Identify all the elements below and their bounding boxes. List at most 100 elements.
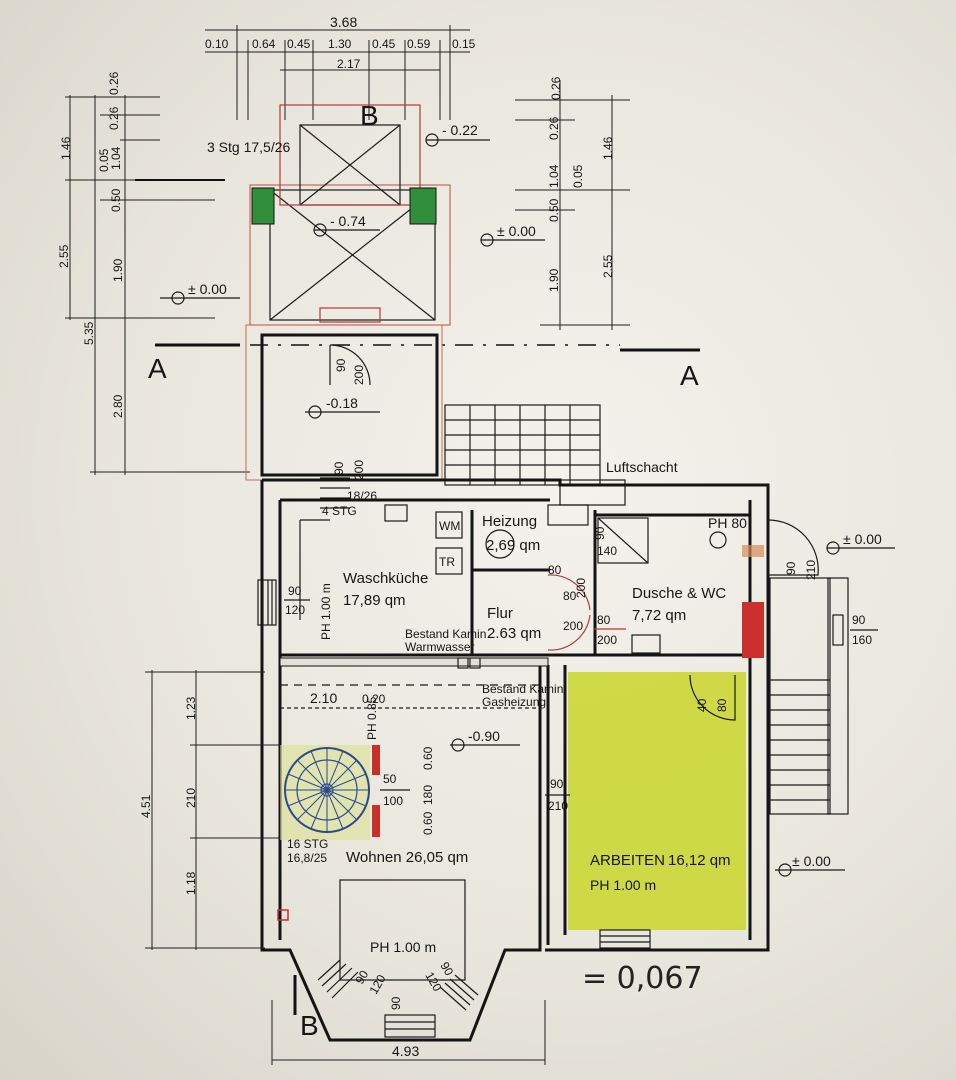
opening-34: 90 — [389, 996, 403, 1010]
dim-lower-left-2: 210 — [184, 788, 198, 808]
luftschacht-label: Luftschacht — [606, 459, 678, 475]
dim-left-2: 0.26 — [107, 106, 121, 130]
section-marker-b-top: B — [360, 100, 379, 131]
opening-2: 200 — [352, 365, 366, 385]
dim-lower-left-3: 1.18 — [184, 871, 198, 895]
dim-left-3: 0.05 — [97, 148, 111, 172]
dim-top-3: 1.30 — [328, 37, 352, 51]
dim-left-7: 1.90 — [111, 258, 125, 282]
dim-right-0: 0.26 — [549, 76, 563, 100]
opening-1: 90 — [334, 358, 348, 372]
opening-28: 2.10 — [310, 690, 337, 706]
outside-stair-area: Luftschacht — [444, 404, 678, 506]
room-wohnen-ph: PH 1.00 m — [370, 939, 436, 955]
lower-left-dimension-chain: 1.23 4.51 210 1.18 — [139, 670, 280, 950]
room-waschkueche-area: 17,89 qm — [343, 592, 406, 609]
dim-right-3: 1.04 — [547, 164, 561, 188]
stair-middle-count: 4 STG — [322, 504, 357, 518]
wm-label: WM — [439, 519, 460, 533]
opening-14: 200 — [563, 619, 583, 633]
level-5: -0.18 — [326, 395, 358, 411]
opening-8: 200 — [574, 578, 588, 598]
opening-4: 200 — [352, 460, 366, 480]
opening-18: 160 — [852, 633, 872, 647]
gasheizung-label: Gasheizung — [482, 695, 546, 709]
opening-19: 40 — [695, 698, 709, 712]
opening-23: 50 — [383, 772, 397, 786]
right-door-bay: 90 210 90 160 — [767, 519, 878, 815]
room-dusche-name: Dusche & WC — [632, 585, 726, 602]
level-7: -0.90 — [468, 728, 500, 744]
level-8: ± 0.00 — [792, 853, 831, 869]
room-heizung: Heizung 2,69 qm — [482, 504, 589, 559]
dim-left-1: 1.46 — [59, 136, 73, 160]
dim-total-width: 3.68 — [330, 14, 357, 30]
room-arbeiten: 40 80 ARBEITEN 16,12 qm PH 1.00 m 90 210… — [482, 672, 746, 949]
level-markers: - 0.22 ± 0.00 - 0.74 ± 0.00 -0.18 ± 0.00… — [160, 122, 895, 877]
dim-right-2: 1.46 — [601, 136, 615, 160]
ph-80-label: PH 80 — [708, 515, 747, 531]
dim-lower-left-1: 4.51 — [139, 794, 153, 818]
opening-22: 210 — [548, 799, 568, 813]
opening-27: 0.60 — [421, 811, 435, 835]
room-arbeiten-name: ARBEITEN — [590, 852, 665, 869]
opening-26: 180 — [421, 785, 435, 805]
opening-13: 80 — [563, 589, 577, 603]
dim-lower-left-0: 1.23 — [184, 696, 198, 720]
opening-17: 90 — [852, 613, 866, 627]
level-6: ± 0.00 — [843, 531, 882, 547]
warmwasser-label: Warmwasser — [405, 640, 475, 654]
room-wohnen: 16 STG 16,8/25 Wohnen 26,05 qm PH 0.85 5… — [277, 690, 468, 981]
level-1: - 0.22 — [442, 122, 478, 138]
dim-top-5: 0.59 — [407, 37, 431, 51]
dim-bottom-width: 4.93 — [392, 1043, 419, 1059]
dim-top-1: 0.64 — [252, 37, 276, 51]
room-flur-area: 2.63 qm — [487, 625, 541, 642]
opening-6: 120 — [285, 603, 305, 617]
opening-7: 80 — [548, 563, 562, 577]
room-arbeiten-ph: PH 1.00 m — [590, 877, 656, 893]
right-dimension-chain: 0.26 0.26 1.46 1.04 0.05 0.50 2.55 1.90 — [515, 76, 630, 330]
level-2: ± 0.00 — [497, 223, 536, 239]
dim-left-9: 2.80 — [111, 394, 125, 418]
opening-3: 90 — [332, 461, 346, 475]
room-arbeiten-area: 16,12 qm — [668, 852, 731, 869]
spiral-stair — [284, 747, 370, 833]
dim-right-4: 0.05 — [571, 164, 585, 188]
bottom-dimension: 4.93 — [271, 1000, 546, 1065]
dim-top-inner: 2.17 — [337, 57, 361, 71]
dim-right-6: 2.55 — [601, 254, 615, 278]
left-entrance-steps — [257, 579, 277, 626]
section-marker-a-right: A — [680, 360, 699, 391]
room-waschkueche-ph: PH 1.00 m — [319, 583, 333, 640]
bestand-kamin-label-2: Bestand Kamin — [482, 682, 563, 696]
room-flur: Flur 2.63 qm 80 200 90 140 80 200 80 200 — [487, 526, 626, 651]
dim-top-6: 0.15 — [452, 37, 476, 51]
dim-top-2: 0.45 — [287, 37, 311, 51]
top-dimension-chain: 3.68 0.10 0.64 0.45 1.30 0.45 0.59 0.15 … — [205, 14, 476, 120]
ph-085-label: PH 0.85 — [365, 696, 379, 740]
opening-24: 100 — [383, 794, 403, 808]
opening-15: 90 — [784, 561, 798, 575]
entrance-stair-block: 3 Stg 17,5/26 — [207, 104, 451, 326]
wall-hatch — [279, 657, 549, 709]
stair-top-label: 3 Stg 17,5/26 — [207, 139, 291, 155]
opening-30: 90 — [352, 968, 371, 987]
room-waschkueche: Waschküche 17,89 qm PH 1.00 m 90 120 WM … — [284, 504, 486, 669]
dim-left-4: 1.04 — [109, 146, 123, 170]
opening-20: 80 — [715, 698, 729, 712]
stair-spiral-ratio: 16,8/25 — [287, 851, 327, 865]
room-dusche-wc: Dusche & WC 7,72 qm PH 80 — [597, 515, 764, 658]
opening-12: 200 — [597, 633, 617, 647]
dim-right-5: 0.50 — [547, 198, 561, 222]
dim-right-7: 1.90 — [547, 268, 561, 292]
dim-left-5: 0.50 — [109, 188, 123, 212]
dim-left-0: 0.26 — [107, 71, 121, 95]
bay-window: 90 120 90 120 90 — [317, 960, 479, 1038]
level-4: ± 0.00 — [188, 281, 227, 297]
level-3: - 0.74 — [330, 213, 366, 229]
dim-top-0: 0.10 — [205, 37, 229, 51]
section-lines: A A B B — [135, 100, 700, 1041]
dim-right-1: 0.26 — [547, 116, 561, 140]
opening-25: 0.60 — [421, 746, 435, 770]
